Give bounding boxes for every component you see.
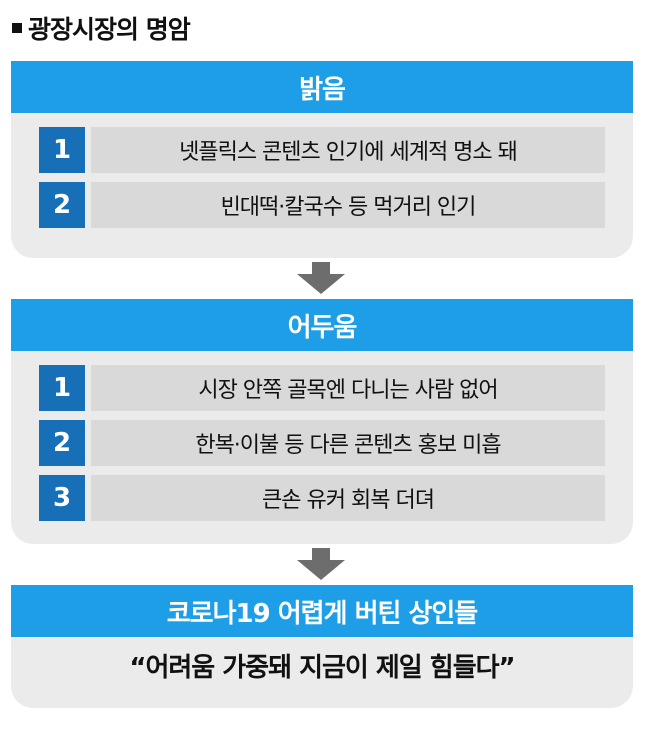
page-title-text: 광장시장의 명암 xyxy=(28,15,191,44)
item-number: 1 xyxy=(39,127,85,173)
list-item: 3 큰손 유커 회복 더뎌 xyxy=(39,475,605,521)
item-number: 2 xyxy=(39,182,85,228)
list-item: 2 빈대떡·칼국수 등 먹거리 인기 xyxy=(39,182,605,228)
down-arrow-icon xyxy=(297,262,345,294)
item-number: 3 xyxy=(39,475,85,521)
list-item: 1 시장 안쪽 골목엔 다니는 사람 없어 xyxy=(39,365,605,411)
merchants-header: 코로나19 어렵게 버틴 상인들 xyxy=(11,585,633,637)
item-text: 시장 안쪽 골목엔 다니는 사람 없어 xyxy=(91,365,605,411)
page-title: 광장시장의 명암 xyxy=(12,10,191,46)
bright-header: 밝음 xyxy=(11,61,633,113)
bright-panel: 밝음 1 넷플릭스 콘텐츠 인기에 세계적 명소 돼 2 빈대떡·칼국수 등 먹… xyxy=(11,61,633,258)
list-item: 2 한복·이불 등 다른 콘텐츠 홍보 미흡 xyxy=(39,420,605,466)
merchants-quote: “어려움 가중돼 지금이 제일 힘들다” xyxy=(129,653,515,683)
bullet-square-icon xyxy=(12,23,22,33)
dark-list: 1 시장 안쪽 골목엔 다니는 사람 없어 2 한복·이불 등 다른 콘텐츠 홍… xyxy=(11,351,633,521)
item-text: 빈대떡·칼국수 등 먹거리 인기 xyxy=(91,182,605,228)
dark-header: 어두움 xyxy=(11,299,633,351)
item-text: 넷플릭스 콘텐츠 인기에 세계적 명소 돼 xyxy=(91,127,605,173)
bright-list: 1 넷플릭스 콘텐츠 인기에 세계적 명소 돼 2 빈대떡·칼국수 등 먹거리 … xyxy=(11,113,633,228)
merchants-panel: 코로나19 어렵게 버틴 상인들 “어려움 가중돼 지금이 제일 힘들다” xyxy=(11,585,633,708)
item-text: 큰손 유커 회복 더뎌 xyxy=(91,475,605,521)
dark-panel: 어두움 1 시장 안쪽 골목엔 다니는 사람 없어 2 한복·이불 등 다른 콘… xyxy=(11,299,633,544)
item-number: 2 xyxy=(39,420,85,466)
down-arrow-icon xyxy=(297,548,345,580)
item-number: 1 xyxy=(39,365,85,411)
list-item: 1 넷플릭스 콘텐츠 인기에 세계적 명소 돼 xyxy=(39,127,605,173)
item-text: 한복·이불 등 다른 콘텐츠 홍보 미흡 xyxy=(91,420,605,466)
